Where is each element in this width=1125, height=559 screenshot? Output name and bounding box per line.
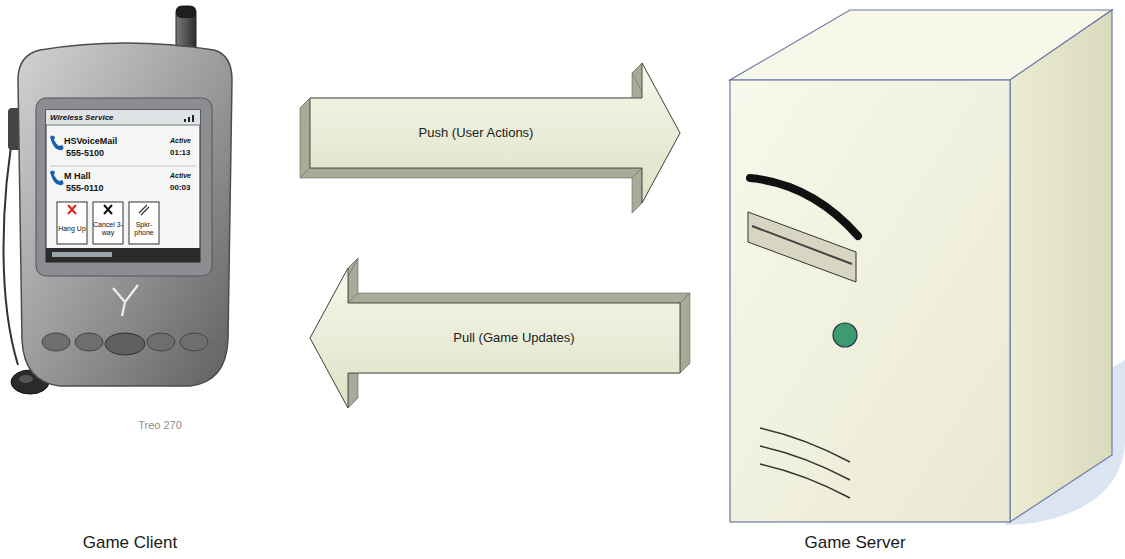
signal-bar bbox=[188, 117, 190, 122]
block-arrow bbox=[310, 258, 690, 408]
earphone-cable bbox=[4, 118, 19, 365]
arrow-face bbox=[310, 63, 680, 203]
signal-bar bbox=[192, 115, 194, 122]
status-strip bbox=[46, 248, 200, 262]
keypad-button bbox=[42, 333, 70, 351]
phone-body bbox=[18, 43, 232, 386]
model-label: Treo 270 bbox=[138, 419, 182, 432]
signal-bar bbox=[184, 119, 186, 122]
screen bbox=[46, 110, 200, 262]
keypad-button bbox=[147, 333, 175, 351]
screen-button bbox=[129, 202, 159, 244]
keypad-button bbox=[180, 333, 208, 351]
caller-number: 555-5100 bbox=[66, 148, 104, 158]
handset-icon bbox=[50, 171, 64, 186]
antenna-tip bbox=[176, 6, 196, 18]
block-arrow bbox=[300, 63, 680, 213]
arrow-depth bbox=[300, 98, 310, 178]
arrow-face bbox=[310, 268, 680, 408]
arrow-depth bbox=[348, 293, 690, 303]
hangup-icon bbox=[68, 205, 76, 214]
header-rule bbox=[46, 125, 200, 126]
power-button bbox=[833, 323, 857, 347]
status-bar bbox=[52, 252, 112, 257]
call-status: Active bbox=[170, 172, 191, 180]
button-text: Spkr-phone bbox=[129, 221, 159, 237]
button-text: Hang Up bbox=[57, 225, 87, 233]
keypad-button bbox=[105, 333, 145, 355]
screen-bezel bbox=[36, 98, 212, 276]
call-timer: 01:13 bbox=[170, 148, 190, 157]
node-label: Game Server bbox=[804, 533, 905, 553]
arrow-depth bbox=[680, 293, 690, 373]
screen-header-text: Wireless Service bbox=[50, 113, 114, 122]
drive-bay-line bbox=[752, 226, 852, 264]
screen-button bbox=[57, 202, 87, 244]
drive-bay bbox=[748, 212, 856, 282]
call-timer: 00:03 bbox=[170, 183, 190, 192]
arrow-label: Pull (Game Updates) bbox=[453, 331, 574, 346]
vent-line bbox=[760, 428, 850, 462]
screen-button bbox=[93, 202, 123, 244]
arrow-label: Push (User Actions) bbox=[419, 126, 534, 141]
handset-icon bbox=[50, 136, 64, 151]
phone-illustration bbox=[4, 6, 233, 394]
logo-mark bbox=[113, 285, 138, 316]
arrow-depth bbox=[300, 168, 642, 178]
screen-header bbox=[46, 110, 200, 125]
cancel-icon bbox=[104, 205, 112, 214]
speaker-icon bbox=[139, 205, 149, 215]
node-label: Game Client bbox=[83, 533, 177, 553]
row-rule bbox=[50, 166, 196, 167]
keypad-button bbox=[75, 333, 103, 351]
call-status: Active bbox=[170, 137, 191, 145]
caller-name: M Hall bbox=[64, 171, 91, 181]
server-side bbox=[1010, 10, 1112, 522]
server-illustration bbox=[730, 10, 1125, 525]
device-node: Game Server bbox=[680, 0, 1125, 559]
server-front bbox=[730, 80, 1010, 522]
caller-number: 555-0110 bbox=[66, 183, 104, 193]
earbud-highlight bbox=[19, 375, 33, 383]
device-node: Game Client bbox=[10, 0, 310, 559]
caller-name: HSVoiceMail bbox=[64, 136, 117, 146]
vent-line bbox=[760, 446, 850, 480]
button-text: Cancel 3-way bbox=[93, 221, 123, 237]
vent-line bbox=[760, 464, 850, 498]
